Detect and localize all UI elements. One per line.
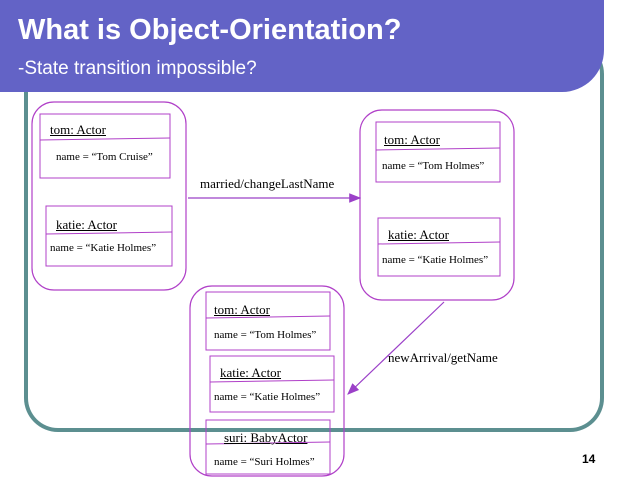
- suri-object-divider-3: [205, 441, 331, 445]
- katie-object-title-3: katie: Actor: [220, 365, 282, 380]
- tom-object-divider-3: [205, 315, 331, 319]
- katie-object-attr-2: name = “Katie Holmes”: [382, 254, 489, 266]
- header-bar: [0, 0, 604, 92]
- new-arrival-transition-label: newArrival/getName: [388, 350, 498, 365]
- tom-object-box-3: [205, 291, 331, 351]
- suri-object-attr-3: name = “Suri Holmes”: [214, 456, 315, 468]
- katie-object-title-2: katie: Actor: [388, 227, 450, 242]
- slide-title: What is Object-Orientation?: [18, 14, 402, 46]
- married-transition-label: married/changeLastName: [200, 176, 335, 191]
- tom-object-attr-1: name = “Tom Cruise”: [56, 151, 153, 163]
- slide-subtitle: -State transition impossible?: [18, 58, 257, 79]
- katie-object-attr-3: name = “Katie Holmes”: [214, 391, 321, 403]
- katie-object-box-3: [209, 355, 335, 413]
- katie-object-box-2: [377, 217, 501, 277]
- katie-object-divider-2: [377, 241, 501, 245]
- katie-object-divider-3: [209, 379, 335, 383]
- tom-object-title-3: tom: Actor: [214, 302, 270, 317]
- slide-frame: [24, 40, 604, 432]
- state-1-outline: [31, 101, 187, 291]
- tom-object-box-2: [375, 121, 501, 183]
- tom-object-attr-2: name = “Tom Holmes”: [382, 160, 485, 172]
- page-number: 14: [582, 452, 596, 466]
- katie-object-title-1: katie: Actor: [56, 217, 118, 232]
- tom-object-divider-1: [39, 137, 171, 141]
- katie-object-divider-1: [45, 231, 173, 235]
- new-arrival-transition-arrow: [347, 301, 445, 395]
- tom-object-title-2: tom: Actor: [384, 132, 440, 147]
- tom-object-box-1: [39, 113, 171, 179]
- state-2-outline: [359, 109, 515, 301]
- tom-object-divider-2: [375, 147, 501, 151]
- suri-object-box-3: [205, 419, 331, 475]
- katie-object-attr-1: name = “Katie Holmes”: [50, 242, 157, 254]
- state-3-outline: [189, 285, 345, 477]
- katie-object-box-1: [45, 205, 173, 267]
- tom-object-title-1: tom: Actor: [50, 122, 106, 137]
- tom-object-attr-3: name = “Tom Holmes”: [214, 329, 317, 341]
- suri-object-title-3: suri: BabyActor: [224, 430, 308, 445]
